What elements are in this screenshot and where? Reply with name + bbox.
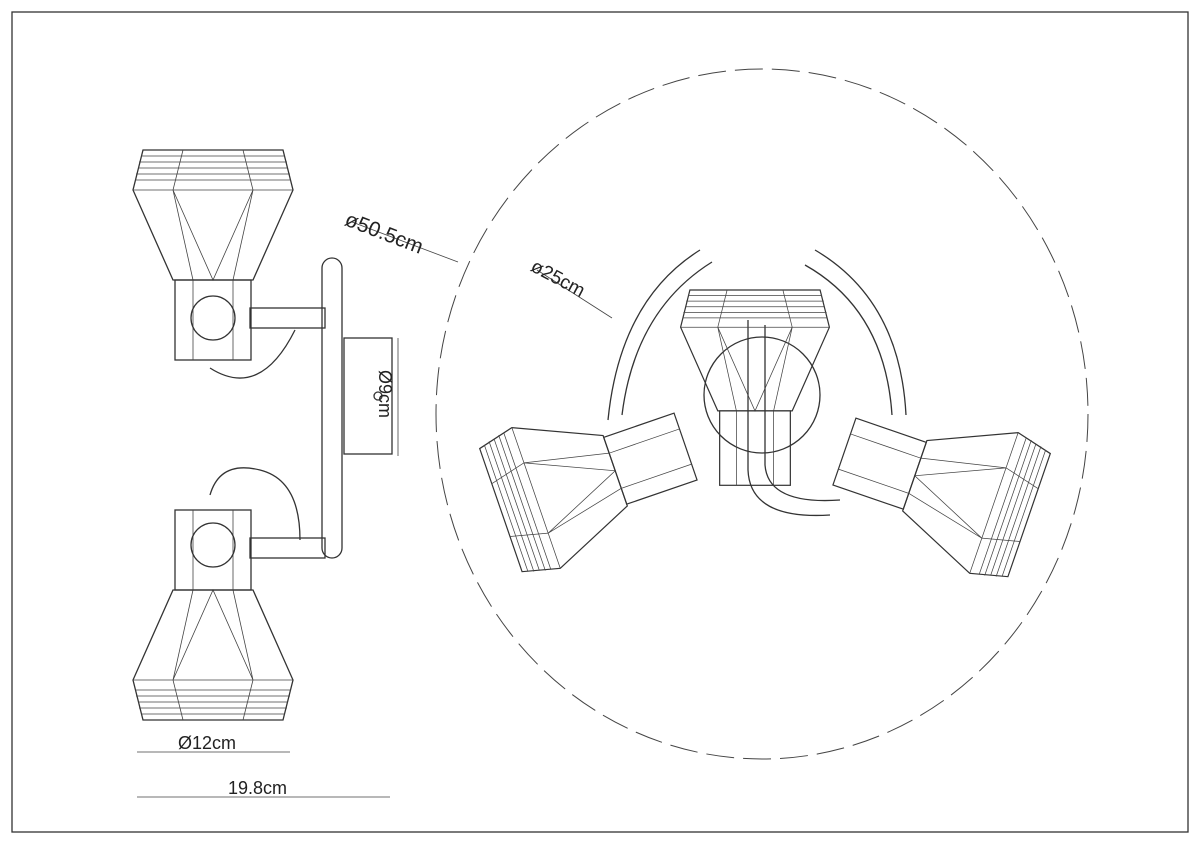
top-shade-plan [679,289,831,486]
left-shade-plan [476,375,711,582]
right-shade-plan [819,380,1054,587]
projection-label: 19.8cm [228,778,288,798]
bottom-shade [132,509,294,721]
frame-border [11,11,1189,833]
top-socket-knob [190,295,236,341]
top-arm [249,307,326,329]
base-diameter-label: Ø9cm [375,370,395,419]
screw-icon [373,391,383,401]
bottom-socket-knob [190,522,236,568]
ceiling-canopy [703,336,821,454]
bottom-arm [249,537,326,559]
shade-diameter-label: Ø12cm [178,733,237,753]
backplate-bar [321,257,343,559]
side-view [132,149,399,798]
top-view [351,68,1089,760]
base-plate [343,337,393,455]
outer-diameter-circle [435,68,1089,760]
